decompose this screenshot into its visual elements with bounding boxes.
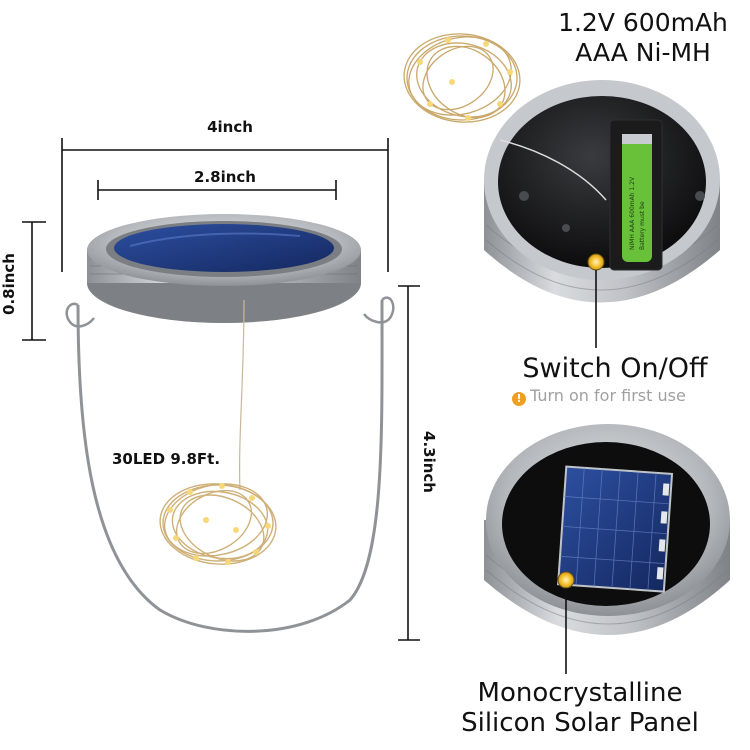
led-coil-icon [159, 483, 277, 565]
led-bulbs [167, 483, 271, 565]
solar-spec-line1: Monocrystalline [477, 678, 683, 708]
switch-hint-text: Turn on for first use [530, 386, 686, 405]
switch-hint: ! Turn on for first use [512, 386, 686, 406]
dim-outer-width: 4inch [207, 118, 253, 136]
dim-jar-height: 4.3inch [420, 431, 438, 493]
solar-spec-line2: Silicon Solar Panel [461, 708, 699, 738]
led-top-bulbs [417, 37, 513, 121]
jar-lid [87, 214, 361, 323]
svg-text:Battery must be: Battery must be [639, 201, 646, 250]
dim-lid-height: 0.8inch [0, 253, 18, 315]
dim-lid-width: 2.8inch [194, 168, 256, 186]
battery-spec-line1: 1.2V 600mAh [558, 8, 728, 37]
jar-wire-handle [65, 296, 395, 633]
dimension-lines [22, 138, 420, 641]
lid-solar-top [484, 424, 730, 674]
info-icon: ! [512, 392, 526, 406]
battery-spec: 1.2V 600mAh AAA Ni-MH [538, 8, 748, 68]
battery-spec-line2: AAA Ni-MH [575, 38, 711, 67]
lid-underside: NiMH AAA 600mAh 1.2V Battery must be [484, 80, 720, 348]
solar-spec: Monocrystalline Silicon Solar Panel [430, 678, 730, 738]
svg-text:NiMH AAA 600mAh 1.2V: NiMH AAA 600mAh 1.2V [629, 176, 636, 250]
led-coil-top-icon [403, 33, 521, 123]
switch-title: Switch On/Off [522, 353, 708, 384]
led-wire [238, 299, 245, 491]
led-count-label: 30LED 9.8Ft. [112, 450, 221, 468]
